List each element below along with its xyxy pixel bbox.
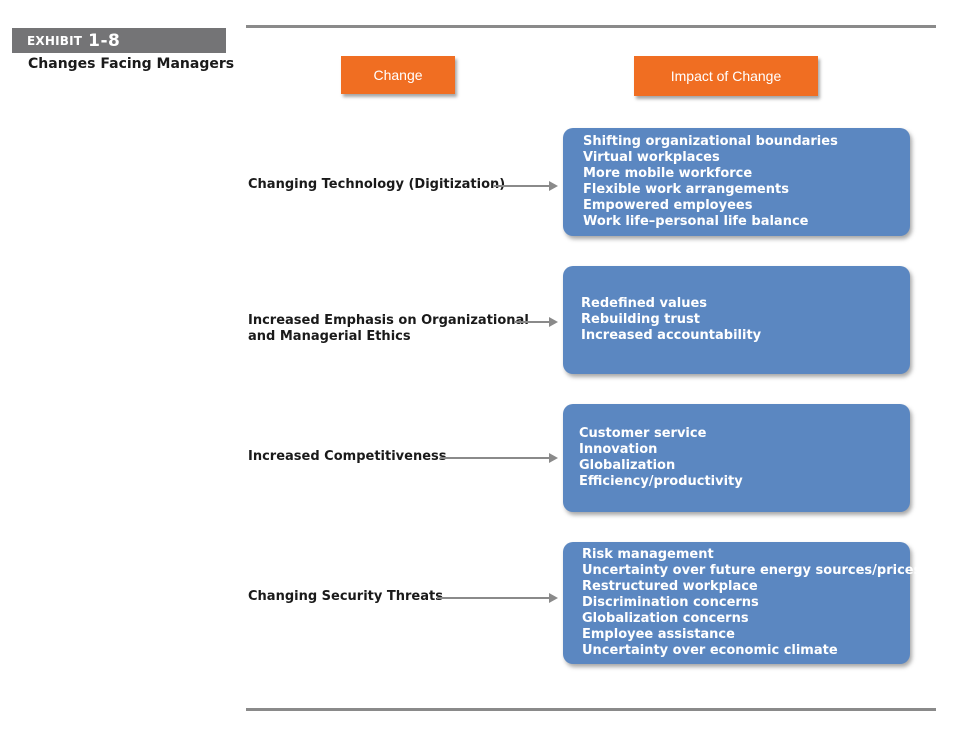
- impact-item: Restructured workplace: [582, 579, 758, 594]
- change-label-security: Changing Security Threats: [248, 589, 443, 605]
- top-rule: [246, 25, 936, 28]
- impact-item: Empowered employees: [583, 198, 753, 213]
- impact-item: Innovation: [579, 442, 658, 457]
- impact-item: Risk management: [582, 547, 714, 562]
- change-label-ethics: Increased Emphasis on Organizational and…: [248, 313, 529, 345]
- impact-item: Virtual workplaces: [583, 150, 720, 165]
- exhibit-title: Changes Facing Managers: [28, 56, 235, 72]
- impact-item: Rebuilding trust: [581, 312, 700, 327]
- impact-item: Redefined values: [581, 296, 708, 311]
- arrow-competitiveness: [440, 453, 558, 463]
- impact-item: More mobile workforce: [583, 166, 753, 181]
- impact-item: Globalization concerns: [582, 611, 749, 626]
- impact-box-security: Risk management Uncertainty over future …: [563, 542, 922, 664]
- arrow-technology: [494, 181, 558, 191]
- change-label-competitiveness: Increased Competitiveness: [248, 449, 447, 465]
- change-label-line: and Managerial Ethics: [248, 329, 411, 344]
- impact-box-ethics: Redefined values Rebuilding trust Increa…: [563, 266, 910, 374]
- exhibit-label: EXHIBIT 1-8: [12, 28, 226, 53]
- change-label-line: Increased Competitiveness: [248, 449, 447, 464]
- impact-item: Discrimination concerns: [582, 595, 759, 610]
- exhibit-number: 1-8: [88, 30, 121, 51]
- impact-item: Globalization: [579, 458, 676, 473]
- change-label-technology: Changing Technology (Digitization): [248, 177, 505, 193]
- arrow-ethics: [515, 317, 558, 327]
- impact-item: Uncertainty over future energy sources/p…: [582, 563, 922, 578]
- impact-item: Shifting organizational boundaries: [583, 134, 838, 149]
- impact-item: Customer service: [579, 426, 707, 441]
- change-label-line: Increased Emphasis on Organizational: [248, 313, 529, 328]
- impact-item: Efficiency/productivity: [579, 474, 743, 489]
- change-label-line: Changing Security Threats: [248, 589, 443, 604]
- arrow-security: [437, 593, 558, 603]
- impact-box-technology: Shifting organizational boundaries Virtu…: [563, 128, 910, 236]
- bottom-rule: [246, 708, 936, 711]
- impact-item: Flexible work arrangements: [583, 182, 789, 197]
- impact-box-competitiveness: Customer service Innovation Globalizatio…: [563, 404, 910, 512]
- impact-item: Increased accountability: [581, 328, 762, 343]
- impact-header: Impact of Change: [634, 56, 818, 96]
- change-label-line: Changing Technology (Digitization): [248, 177, 506, 192]
- impact-item: Uncertainty over economic climate: [582, 643, 838, 658]
- impact-item: Employee assistance: [582, 627, 735, 642]
- impact-item: Work life–personal life balance: [583, 214, 809, 229]
- exhibit-word: EXHIBIT: [27, 33, 83, 48]
- change-header: Change: [341, 56, 455, 94]
